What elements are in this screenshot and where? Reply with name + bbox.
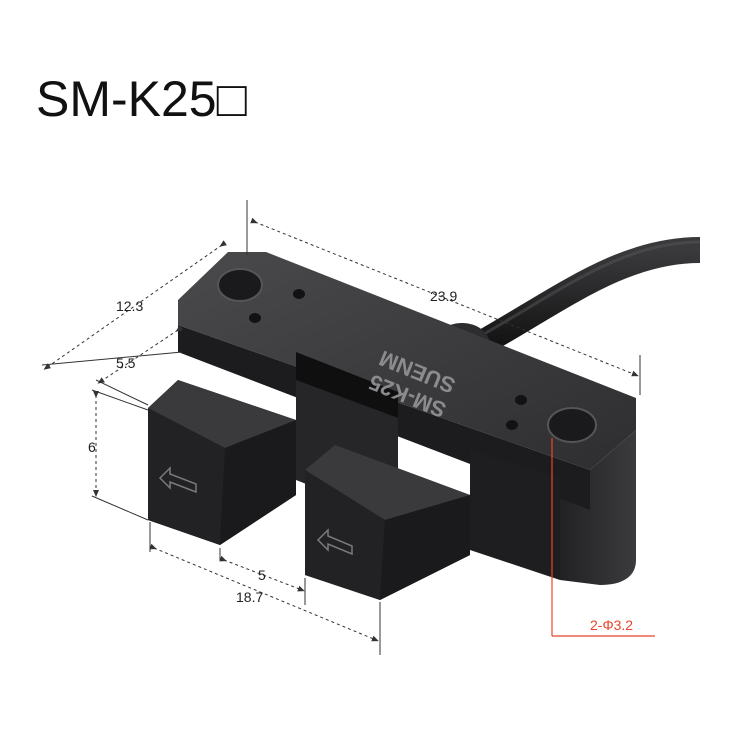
hole-callout [551, 438, 655, 637]
dim-slot-width: 5 [258, 567, 266, 583]
dim-slot-depth: 5.5 [116, 355, 136, 371]
arrow-left-icon [158, 466, 197, 494]
page-title: SM-K25□ [36, 71, 247, 127]
dim-height: 6 [88, 439, 96, 455]
dimension-lines [41, 200, 641, 655]
dim-top-length: 23.9 [430, 288, 457, 304]
mount-hole-left [217, 268, 263, 302]
dim-depth: 12.3 [116, 298, 143, 314]
mount-hole-right [547, 407, 597, 443]
dim-mount-holes: 2-Φ3.2 [590, 617, 633, 633]
dim-base-width: 18.7 [236, 589, 263, 605]
